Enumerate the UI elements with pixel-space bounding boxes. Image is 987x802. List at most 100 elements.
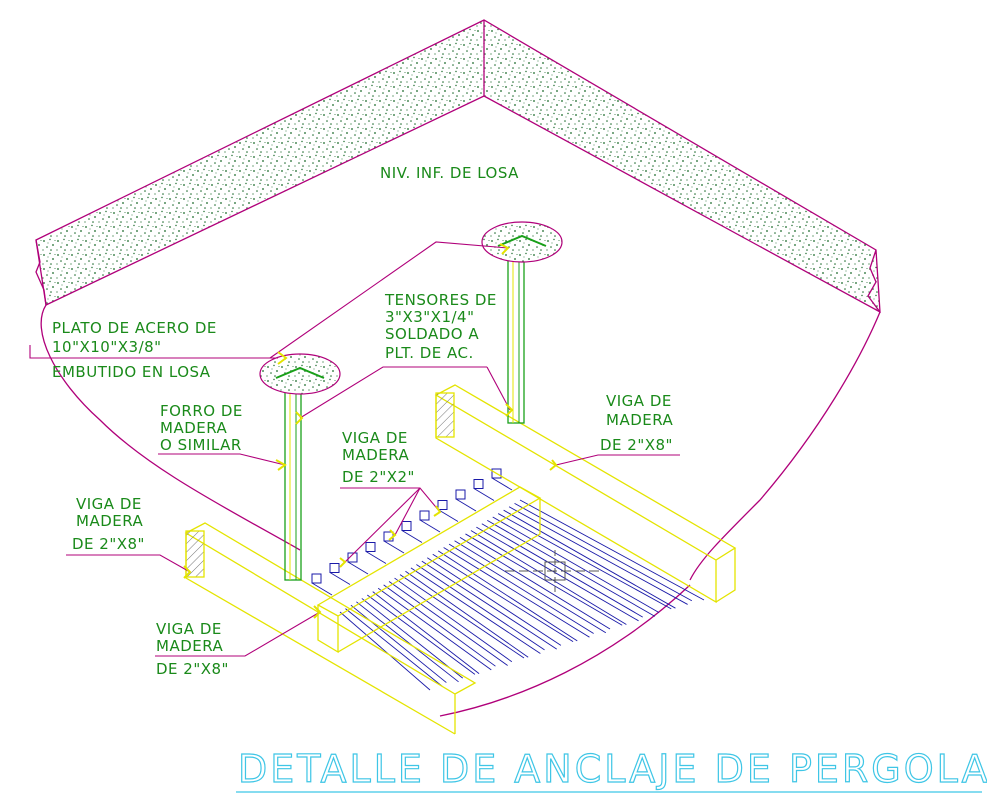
deck-plank-line — [383, 584, 496, 667]
small-beam-edge — [347, 561, 369, 575]
label-slab-level: NIV. INF. DE LOSA — [380, 164, 519, 182]
label-beam-front: VIGA DE MADERA DE 2"X8" — [156, 620, 229, 678]
beam-right-2x8 — [434, 384, 737, 604]
deck-plank-line — [492, 516, 660, 614]
labels: NIV. INF. DE LOSA PLATO DE ACERO DE 10"X… — [52, 164, 674, 678]
label-tensors-line-1: TENSORES DE — [384, 291, 497, 309]
beam-right-end-hatch — [435, 392, 455, 438]
small-beam-edge — [455, 498, 477, 512]
deck-plank-line — [454, 540, 607, 634]
slab-edge-outline — [35, 239, 881, 313]
small-beam-section — [365, 542, 376, 552]
deck-plank-line — [339, 611, 431, 691]
label-beam-left-line-1: VIGA DE — [76, 495, 142, 513]
label-beam-right-line-1: VIGA DE — [606, 392, 672, 410]
small-beam-edge — [311, 582, 333, 596]
beam-left-end-hatch — [185, 530, 205, 578]
deck-plank-line — [405, 570, 529, 658]
deck-plank-line — [503, 509, 676, 609]
label-plate-line-2: 10"X10"X3/8" — [52, 338, 162, 356]
deck-plank-line — [514, 502, 693, 602]
small-beam-edge — [419, 519, 441, 533]
deck-plank-line — [345, 608, 443, 687]
label-plate: PLATO DE ACERO DE 10"X10"X3/8" EMBUTIDO … — [52, 319, 216, 381]
deck-plank-line — [465, 533, 623, 626]
label-beam-small: VIGA DE MADERA DE 2"X2" — [342, 429, 415, 486]
deck-plank-line — [459, 536, 611, 630]
deck-plank-line — [394, 577, 513, 663]
deck-plank-line — [497, 513, 672, 610]
deck-plank-line — [508, 506, 688, 605]
label-beam-front-line-2: MADERA — [156, 637, 224, 655]
label-lining: FORRO DE MADERA O SIMILAR — [160, 402, 243, 454]
label-beam-small-line-3: DE 2"X2" — [342, 468, 415, 486]
leader-lining — [158, 453, 286, 466]
leader-beam-small-2 — [394, 487, 421, 536]
main-beams — [184, 384, 737, 735]
label-beam-left-line-3: DE 2"X8" — [72, 535, 145, 553]
deck-plank-line — [437, 550, 578, 642]
label-beam-front-line-3: DE 2"X8" — [156, 660, 229, 678]
deck-plank-line — [410, 567, 541, 654]
small-beam-section — [329, 563, 340, 573]
beam-left-2x8 — [184, 522, 477, 735]
label-tensors-line-3: SOLDADO A — [385, 325, 479, 343]
small-beam-section — [473, 479, 484, 489]
deck-plank-line — [399, 574, 525, 659]
small-beam-section — [491, 468, 502, 479]
label-beam-right: VIGA DE MADERA DE 2"X8" — [600, 392, 674, 454]
label-beam-right-line-2: MADERA — [606, 411, 674, 429]
small-beam-edge — [383, 540, 405, 554]
leader-plate-left — [29, 345, 278, 359]
label-beam-left-line-2: MADERA — [76, 512, 144, 530]
deck-planks — [339, 499, 705, 691]
deck-plank-line — [388, 581, 508, 666]
tensor-left — [259, 353, 341, 581]
label-beam-right-line-3: DE 2"X8" — [600, 436, 673, 454]
deck-plank-line — [519, 499, 705, 601]
small-beam-section — [455, 489, 466, 500]
small-beam-edge — [329, 572, 351, 585]
deck-plank-line — [476, 526, 639, 622]
deck-plank-line — [448, 543, 594, 634]
leader-beam-front — [155, 611, 321, 657]
label-beam-front-line-1: VIGA DE — [156, 620, 222, 638]
deck-plank-line — [470, 530, 627, 625]
small-beam-edge — [401, 530, 423, 543]
deck-plank-line — [421, 560, 557, 650]
drawing-title: DETALLE DE ANCLAJE DE PERGOLA — [236, 746, 987, 793]
small-beam-section — [419, 510, 430, 521]
tensor-right — [481, 221, 563, 424]
small-beam-edge — [437, 509, 459, 522]
small-beam-section — [437, 500, 448, 510]
label-lining-line-2: MADERA — [160, 419, 228, 437]
deck-plank-line — [361, 598, 464, 679]
label-tensors-line-2: 3"X3"X1/4" — [385, 308, 474, 326]
small-beam-edge — [491, 477, 513, 491]
leader-beam-left — [66, 554, 191, 573]
label-tensors: TENSORES DE 3"X3"X1/4" SOLDADO A PLT. DE… — [384, 291, 497, 362]
plate-right-concrete — [481, 221, 563, 263]
deck-plank-line — [377, 587, 492, 671]
label-beam-left: VIGA DE MADERA DE 2"X8" — [72, 495, 145, 553]
leader-beam-right — [555, 454, 680, 466]
center-mark — [505, 550, 600, 592]
deck-plank-line — [350, 604, 447, 683]
label-beam-small-line-1: VIGA DE — [342, 429, 408, 447]
small-beam-section — [347, 552, 358, 563]
leader-tensors — [299, 366, 487, 419]
deck-plank-line — [367, 594, 476, 675]
deck-plank-line — [416, 564, 545, 651]
small-beam-edge — [365, 551, 387, 564]
label-lining-line-3: O SIMILAR — [160, 436, 242, 454]
label-beam-small-line-2: MADERA — [342, 446, 410, 464]
plate-left-concrete — [259, 353, 341, 395]
leader-tensors-right — [486, 366, 511, 411]
small-beam-section — [401, 521, 412, 531]
label-lining-line-1: FORRO DE — [160, 402, 243, 420]
small-beam-edge — [473, 488, 495, 501]
deck-plank-line — [487, 519, 656, 617]
beam-front-2x8 — [316, 486, 542, 654]
